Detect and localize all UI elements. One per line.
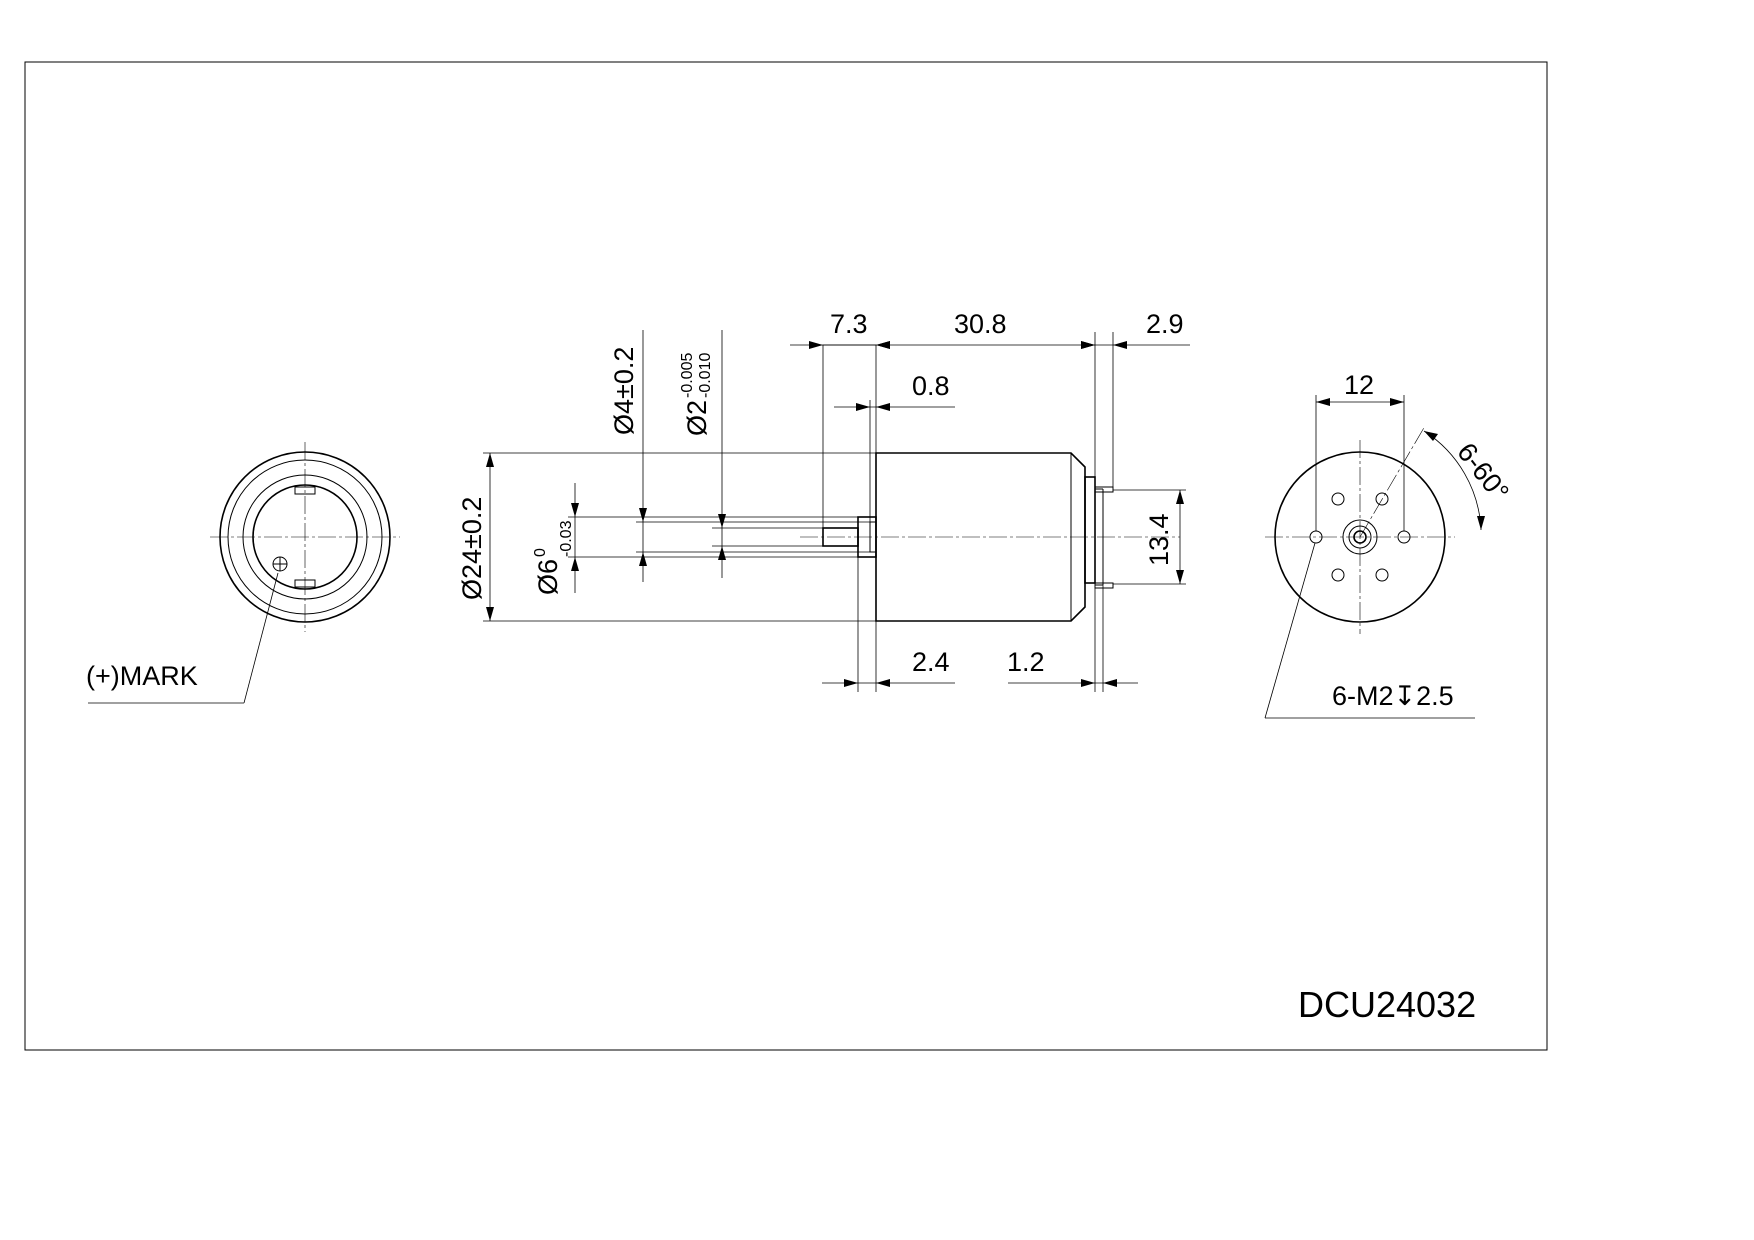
dim-shaft-protrusion: 7.3	[830, 309, 868, 339]
rear-cap	[1084, 476, 1096, 584]
pilot-diameter-label: Ø6 0 -0.03	[532, 520, 575, 595]
dim-hole-spacing: 12	[1344, 370, 1374, 400]
dim-rear-cap: 2.9	[1146, 309, 1184, 339]
mounting-hole	[1331, 492, 1345, 506]
rear-terminal-top	[1094, 486, 1114, 493]
dim-rear-gap: 1.2	[1007, 647, 1045, 677]
front-view: (+)MARK	[86, 442, 400, 704]
dim-pilot-length: 2.4	[912, 647, 950, 677]
shaft-diameter-label: Ø2 -0.005 -0.010	[679, 353, 714, 436]
dim-shaft-diameter-tol-upper: -0.005	[679, 353, 696, 398]
terminal-bottom	[294, 579, 316, 588]
dim-flange: 0.8	[912, 371, 950, 401]
dim-hole-angle: 6-60°	[1451, 437, 1515, 507]
mark-label: (+)MARK	[86, 661, 198, 691]
front-body-circle	[227, 459, 383, 615]
mounting-hole	[1331, 568, 1345, 582]
front-inner-ring	[242, 474, 368, 600]
mounting-hole	[1375, 568, 1389, 582]
front-outer-circle	[219, 451, 391, 623]
dim-body-length: 30.8	[954, 309, 1007, 339]
dim-boss-diameter: Ø4±0.2	[609, 347, 639, 435]
output-shaft	[822, 527, 859, 547]
dim-rear-height: 13.4	[1144, 513, 1174, 566]
plus-mark-icon	[272, 556, 288, 572]
rear-hub-mid	[1348, 525, 1372, 549]
hole-callout: 6-M2↧2.5	[1332, 681, 1454, 711]
flange-step	[869, 521, 877, 553]
drawing-frame	[24, 61, 1548, 1051]
dim-pilot-diameter-tol-upper: 0	[532, 548, 549, 557]
dim-body-diameter: Ø24±0.2	[457, 497, 487, 600]
rear-outer-circle	[1274, 451, 1446, 623]
dim-shaft-diameter: Ø2	[682, 400, 712, 436]
dim-shaft-diameter-tol-lower: -0.010	[697, 353, 714, 398]
model-code: DCU24032	[1298, 984, 1476, 1025]
motor-technical-drawing: (+)MARK 7.3	[24, 61, 1548, 1051]
dim-pilot-diameter-tol-lower: -0.03	[558, 520, 575, 557]
mounting-hole	[1375, 492, 1389, 506]
rear-view: 12 6-60° 6-M2↧2.5	[1264, 370, 1515, 719]
dim-pilot-diameter: Ø6	[533, 559, 563, 595]
terminal-top	[294, 486, 316, 495]
side-view: 7.3 30.8 2.9 0.8 2.4 1.2	[457, 309, 1190, 692]
rear-hub-outer	[1342, 519, 1378, 555]
rear-hub-inner	[1353, 530, 1367, 544]
front-bore-circle	[252, 484, 358, 590]
